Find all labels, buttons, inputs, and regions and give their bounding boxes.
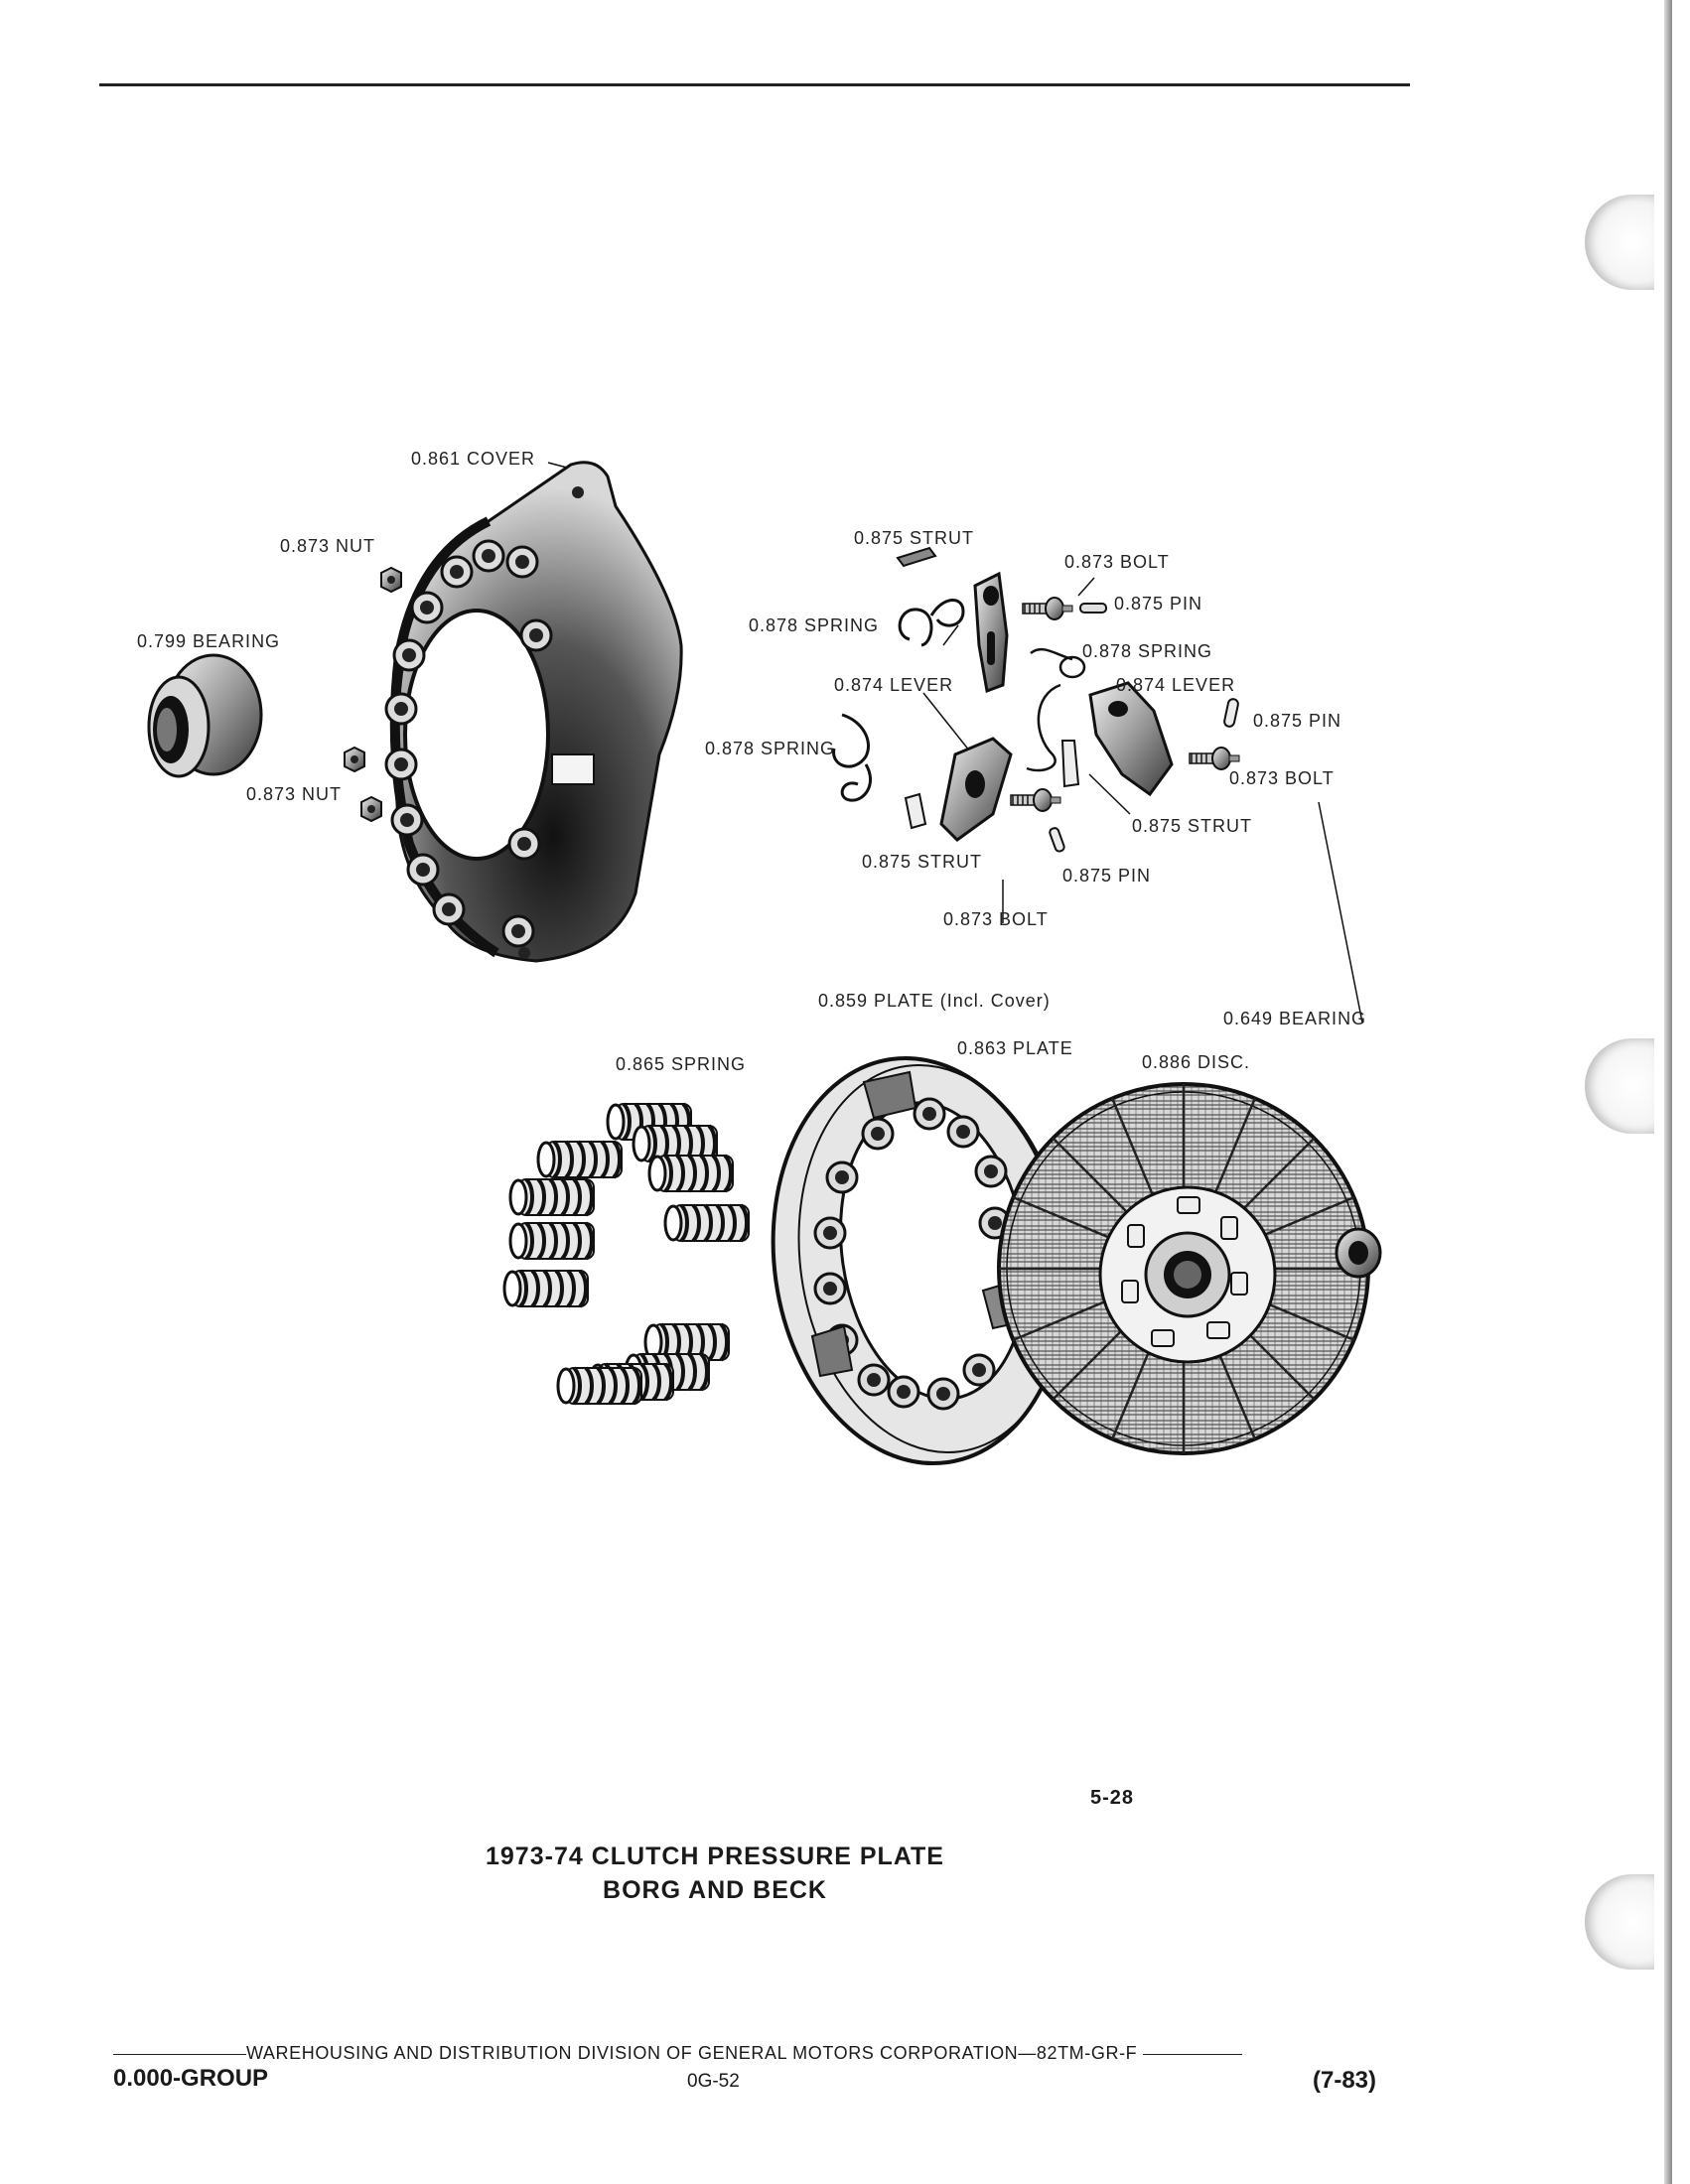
footer-division: WAREHOUSING AND DISTRIBUTION DIVISION OF… <box>246 2043 1138 2063</box>
footer-division-line: WAREHOUSING AND DISTRIBUTION DIVISION OF… <box>113 2043 1382 2064</box>
binder-hole-bottom <box>1585 1874 1654 1970</box>
footer-group: 0.000-GROUP <box>113 2065 269 2092</box>
top-rule <box>99 83 1410 86</box>
label-pressure-springs: 0.865 SPRING <box>616 1054 747 1074</box>
bolt-bottom <box>1010 788 1061 812</box>
pressure-springs <box>502 1102 751 1406</box>
cover-nut-mid <box>344 747 365 772</box>
spring-top-left <box>898 599 965 647</box>
label-pin-top: 0.875 PIN <box>1114 594 1203 614</box>
label-strut-bottom: 0.875 STRUT <box>862 852 983 872</box>
lever-top <box>973 571 1009 694</box>
spring-left-mid <box>832 713 873 802</box>
spring-right <box>1026 647 1086 772</box>
pin-right <box>1223 698 1239 728</box>
label-pin-bottom: 0.875 PIN <box>1062 866 1152 886</box>
bolt-right <box>1189 747 1240 770</box>
strut-bottom <box>904 792 927 830</box>
label-cover: 0.861 COVER <box>411 449 536 469</box>
label-nut-top: 0.873 NUT <box>280 536 376 556</box>
pin-top <box>1079 603 1107 614</box>
footer-date-code: (7-83) <box>1313 2067 1377 2094</box>
strut-top <box>896 546 937 568</box>
clutch-cover <box>384 461 683 963</box>
cover-nut-top <box>380 567 402 593</box>
page-edge <box>1664 0 1672 2184</box>
lever-left <box>939 737 1013 842</box>
label-spring-left-mid: 0.878 SPRING <box>705 739 836 758</box>
pin-bottom <box>1049 827 1065 853</box>
figure-number: 5-28 <box>1090 1787 1135 1809</box>
label-pilot-bearing: 0.649 BEARING <box>1223 1009 1367 1028</box>
label-spring-right: 0.878 SPRING <box>1082 641 1213 661</box>
cover-nut-bottom <box>360 796 382 822</box>
label-strut-top: 0.875 STRUT <box>854 528 975 548</box>
label-lever-left: 0.874 LEVER <box>834 675 954 695</box>
footer-dash-left <box>113 2053 246 2055</box>
label-clutch-disc: 0.886 DISC. <box>1142 1052 1251 1072</box>
strut-right <box>1060 740 1080 788</box>
label-pin-right: 0.875 PIN <box>1253 711 1342 731</box>
label-bolt-bottom: 0.873 BOLT <box>943 909 1049 929</box>
footer-dash-right <box>1142 2053 1242 2055</box>
binder-hole-middle <box>1585 1038 1654 1134</box>
label-bolt-top: 0.873 BOLT <box>1064 552 1170 572</box>
label-spring-left-top: 0.878 SPRING <box>749 615 880 635</box>
label-strut-right: 0.875 STRUT <box>1132 816 1253 836</box>
label-lever-right: 0.874 LEVER <box>1116 675 1236 695</box>
label-nut-bottom: 0.873 NUT <box>246 784 343 804</box>
label-pressure-plate: 0.863 PLATE <box>957 1038 1073 1058</box>
caption-subtitle: BORG AND BECK <box>603 1876 827 1904</box>
label-bolt-right: 0.873 BOLT <box>1229 768 1335 788</box>
footer-page-code: 0G-52 <box>687 2071 740 2092</box>
binder-hole-top <box>1585 195 1654 290</box>
clutch-disc <box>997 1082 1370 1455</box>
caption-title: 1973-74 CLUTCH PRESSURE PLATE <box>486 1843 944 1870</box>
bolt-top <box>1022 597 1073 620</box>
pressure-plate <box>771 1055 1069 1466</box>
pilot-bearing <box>1335 1227 1382 1279</box>
lever-right <box>1088 681 1174 797</box>
label-plate-incl-cover: 0.859 PLATE (Incl. Cover) <box>818 991 1051 1011</box>
label-release-bearing: 0.799 BEARING <box>137 631 281 651</box>
release-bearing <box>147 653 263 778</box>
